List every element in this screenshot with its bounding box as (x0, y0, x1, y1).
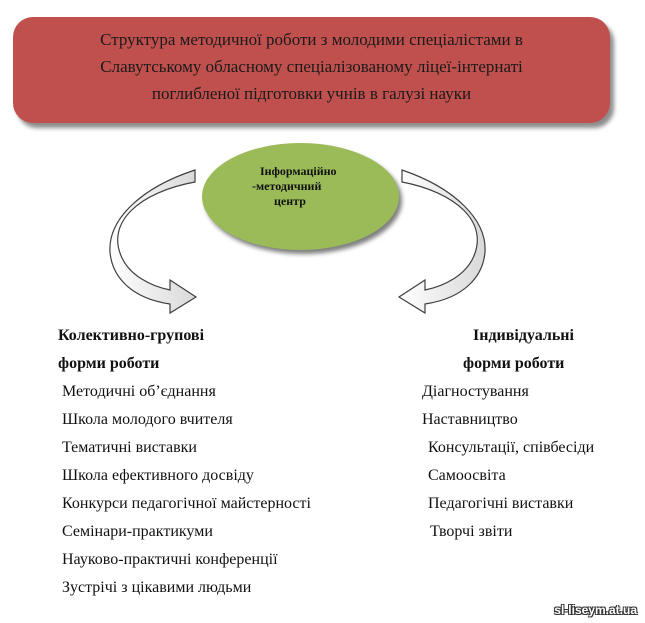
list-item: Творчі звіти (430, 523, 513, 540)
right-heading-line-2: форми роботи (463, 355, 565, 372)
right-column-heading: Індивідуальні форми роботи (463, 322, 574, 378)
list-item: Наставництво (422, 411, 518, 428)
left-column-heading: Колективно-групові форми роботи (58, 322, 204, 378)
title-line-3: поглибленої підготовки учнів в галузі на… (151, 84, 472, 103)
list-item: Науково-практичні конференції (62, 551, 278, 568)
list-item: Семінари-практикуми (62, 523, 213, 540)
title-line-2: Славутському обласному спеціалізованому … (100, 57, 523, 76)
center-line-2: -методичний (252, 179, 322, 193)
site-watermark: sl-liseym.at.ua (554, 603, 637, 617)
left-curved-arrow (109, 169, 198, 315)
right-curved-arrow (397, 169, 486, 315)
list-item: Конкурси педагогічної майстерності (62, 495, 311, 512)
title-banner: Структура методичної роботи з молодими с… (13, 17, 610, 123)
center-line-1: Інформаційно (260, 164, 337, 178)
list-item: Педагогічні виставки (428, 495, 574, 512)
list-item: Школа ефективного досвіду (62, 467, 254, 484)
title-line-1: Структура методичної роботи з молодими с… (100, 30, 523, 49)
list-item: Консультації, співбесіди (428, 439, 595, 456)
left-heading-line-1: Колективно-групові (58, 327, 205, 344)
list-item: Самоосвіта (428, 467, 506, 484)
right-heading-line-1: Індивідуальні (473, 327, 574, 344)
info-method-center-label: Інформаційно -методичний центр (230, 164, 400, 209)
list-item: Тематичні виставки (62, 439, 197, 456)
list-item: Школа молодого вчителя (62, 411, 233, 428)
left-heading-line-2: форми роботи (58, 355, 160, 372)
info-method-center-ellipse (202, 143, 399, 250)
list-item: Діагностування (422, 383, 529, 400)
list-item: Зустрічі з цікавими людьми (62, 579, 252, 596)
list-item: Методичні об’єднання (62, 383, 216, 400)
center-line-3: центр (274, 194, 306, 208)
